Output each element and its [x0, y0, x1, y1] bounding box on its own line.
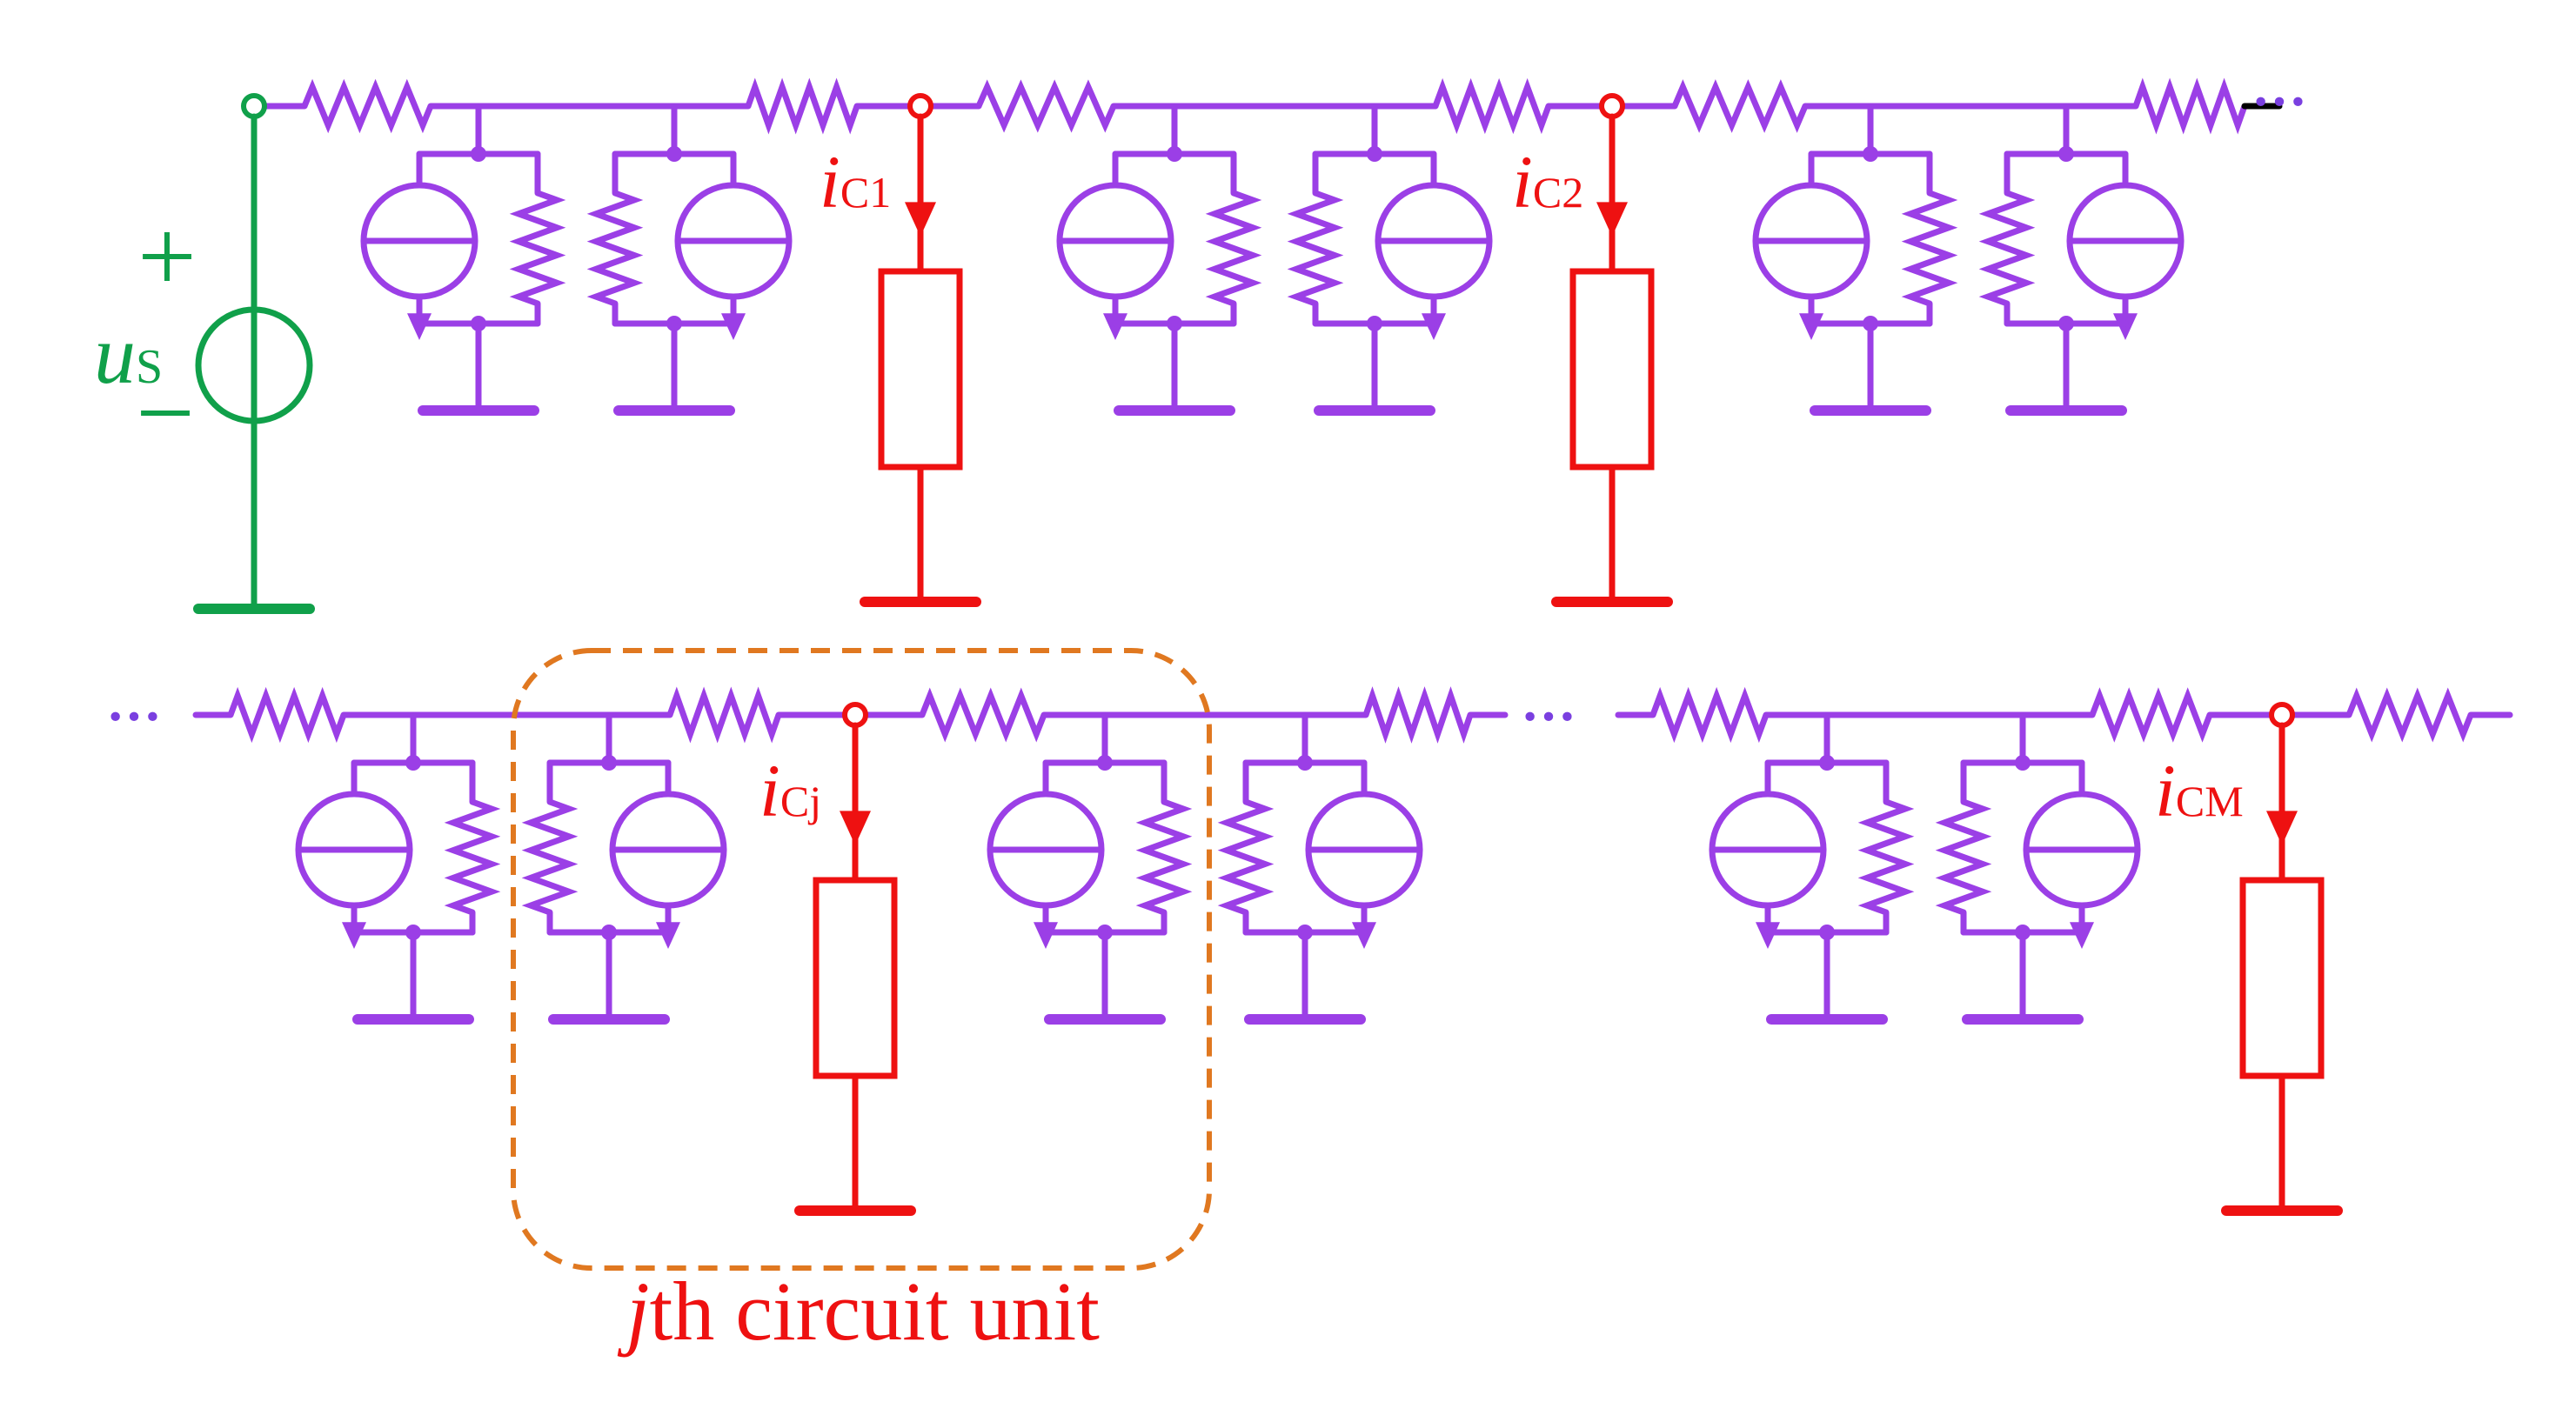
junction-dot [601, 755, 617, 771]
dashed-unit-outline [511, 648, 1212, 1271]
source-resistor-pair [1056, 103, 1262, 416]
source-resistor-pair [1752, 103, 1958, 416]
resistor [1857, 798, 1915, 916]
load-branch [1551, 93, 1673, 607]
resistor [1135, 798, 1193, 916]
voltage-source-symbol [195, 306, 313, 424]
resistor [2089, 687, 2213, 743]
arrow-head [1034, 922, 1058, 949]
resistor [1935, 798, 1992, 916]
terminal-node [842, 702, 868, 728]
junction-dot [2058, 146, 2074, 162]
source-resistor-pair [360, 103, 566, 416]
arrow-head [1352, 922, 1376, 949]
resistor [2132, 77, 2248, 135]
load-2-current-label: iC2 [1512, 140, 1583, 224]
junction-dot [1367, 146, 1382, 162]
junction-dot [1863, 146, 1878, 162]
resistor [509, 190, 566, 307]
resistor [975, 79, 1117, 133]
resistor-source-pair [586, 103, 793, 416]
resistor [2345, 687, 2474, 743]
load-branch [2221, 702, 2343, 1216]
arrow-head [656, 922, 680, 949]
jth-unit-caption: jth circuit unit [617, 1265, 1100, 1358]
arrow-head [1422, 313, 1446, 340]
junction-dot [1097, 755, 1113, 771]
load-impedance [2239, 877, 2325, 1079]
load-elements [794, 93, 2343, 1216]
resistor [521, 798, 579, 916]
resistor [919, 687, 1047, 743]
resistor [1362, 686, 1474, 744]
continuation-dots-bottom-middle: ··· [1521, 685, 1576, 747]
resistor [1432, 77, 1552, 135]
resistor [1205, 190, 1262, 307]
resistor [1978, 190, 2036, 307]
continuation-dots-top-right: ··· [2251, 70, 2307, 132]
resistor [1217, 798, 1275, 916]
arrow-head [840, 811, 871, 845]
resistor [1287, 190, 1344, 307]
voltage-source [193, 93, 315, 614]
terminal-node [241, 93, 267, 119]
resistor [1671, 79, 1809, 133]
junction-dot [1167, 146, 1182, 162]
arrow-head [1103, 313, 1127, 340]
resistor-source-pair [1217, 711, 1423, 1025]
resistor-source-pair [1287, 103, 1493, 416]
load-impedance [1569, 268, 1655, 471]
load-1-current-label: iC1 [820, 140, 891, 224]
arrow-head [407, 313, 432, 340]
continuation-dots-bottom-left: ··· [106, 685, 162, 747]
source-label: uS [94, 308, 163, 401]
source-minus-sign: − [136, 355, 195, 471]
arrow-head [2070, 922, 2094, 949]
source-resistor-pair [1709, 711, 1915, 1025]
terminal-node [907, 93, 933, 119]
arrow-head [1756, 922, 1780, 949]
load-impedance [813, 877, 898, 1079]
load-impedance [878, 268, 963, 471]
junction-dot [471, 146, 486, 162]
resistor [586, 190, 644, 307]
resistor-source-pair [1978, 103, 2185, 416]
arrow-head [1799, 313, 1823, 340]
junction-dot [405, 755, 421, 771]
arrow-head [721, 313, 746, 340]
junction-dot [666, 146, 682, 162]
load-j-current-label: iCj [759, 749, 821, 832]
arrow-head [905, 202, 936, 237]
source-plus-sign: + [137, 198, 197, 314]
resistor-source-pair [1935, 711, 2141, 1025]
arrow-head [2266, 811, 2298, 845]
resistor [1649, 686, 1770, 744]
resistor [301, 78, 434, 134]
resistor [745, 77, 860, 135]
source-resistor-pair [295, 711, 501, 1025]
resistor [227, 686, 347, 744]
junction-dot [1297, 755, 1313, 771]
junction-dot [1819, 755, 1835, 771]
network-elements [192, 77, 2513, 1025]
load-branch [860, 93, 981, 607]
load-m-current-label: iCM [2155, 749, 2244, 832]
jth-unit-boundary [511, 648, 1212, 1271]
resistor [666, 686, 782, 744]
terminal-node [2269, 702, 2295, 728]
resistor-source-pair [521, 711, 727, 1025]
resistor [1901, 190, 1958, 307]
resistor [444, 798, 501, 916]
junction-dot [2015, 755, 2031, 771]
arrow-head [2113, 313, 2138, 340]
load-branch [794, 702, 916, 1216]
source-resistor-pair [987, 711, 1193, 1025]
terminal-node [1599, 93, 1625, 119]
arrow-head [1596, 202, 1628, 237]
arrow-head [342, 922, 366, 949]
